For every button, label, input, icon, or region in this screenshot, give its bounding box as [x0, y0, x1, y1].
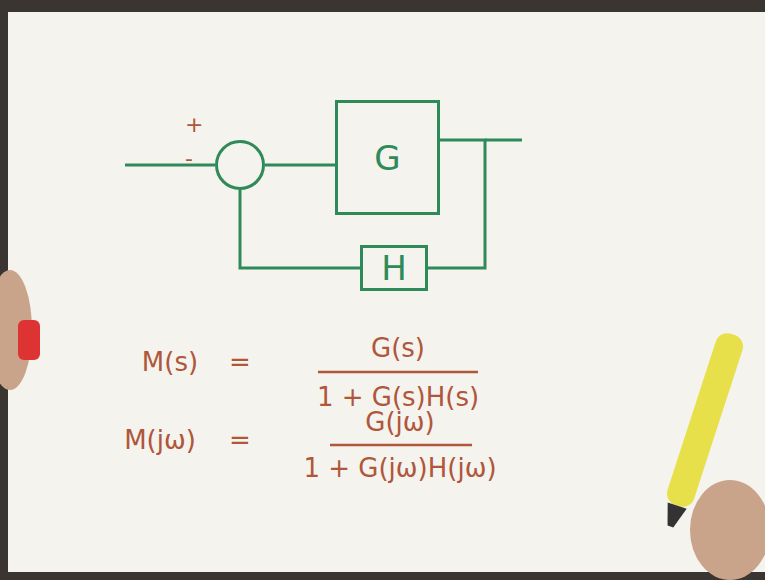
hand — [690, 480, 765, 580]
marker-pen — [18, 320, 40, 360]
block-box: G — [335, 100, 440, 215]
equation-term: G(jω) — [365, 409, 434, 435]
fraction-bar — [318, 371, 478, 374]
signal-wire — [428, 140, 485, 268]
block-label: H — [381, 248, 407, 288]
equation-term: M(jω) — [124, 427, 196, 453]
input-wire — [125, 164, 215, 167]
sign-label: - — [185, 148, 193, 170]
whiteboard — [8, 12, 765, 572]
signal-wire — [240, 190, 360, 268]
signal-wire — [265, 164, 335, 167]
junction-outline — [215, 140, 265, 190]
equation-term: G(s) — [371, 335, 425, 361]
equation-term: 1 + G(s)H(s) — [317, 384, 479, 410]
sign-label: + — [185, 114, 203, 136]
equation-term: M(s) — [142, 349, 198, 375]
equation-term: 1 + G(jω)H(jω) — [303, 455, 496, 481]
block-box: H — [360, 245, 428, 291]
equation-term: = — [229, 349, 251, 375]
output-wire — [485, 139, 522, 142]
summing-junction: +- — [215, 140, 265, 190]
equation-term: = — [229, 427, 251, 453]
block-label: G — [374, 138, 400, 178]
fraction-bar — [330, 444, 472, 447]
